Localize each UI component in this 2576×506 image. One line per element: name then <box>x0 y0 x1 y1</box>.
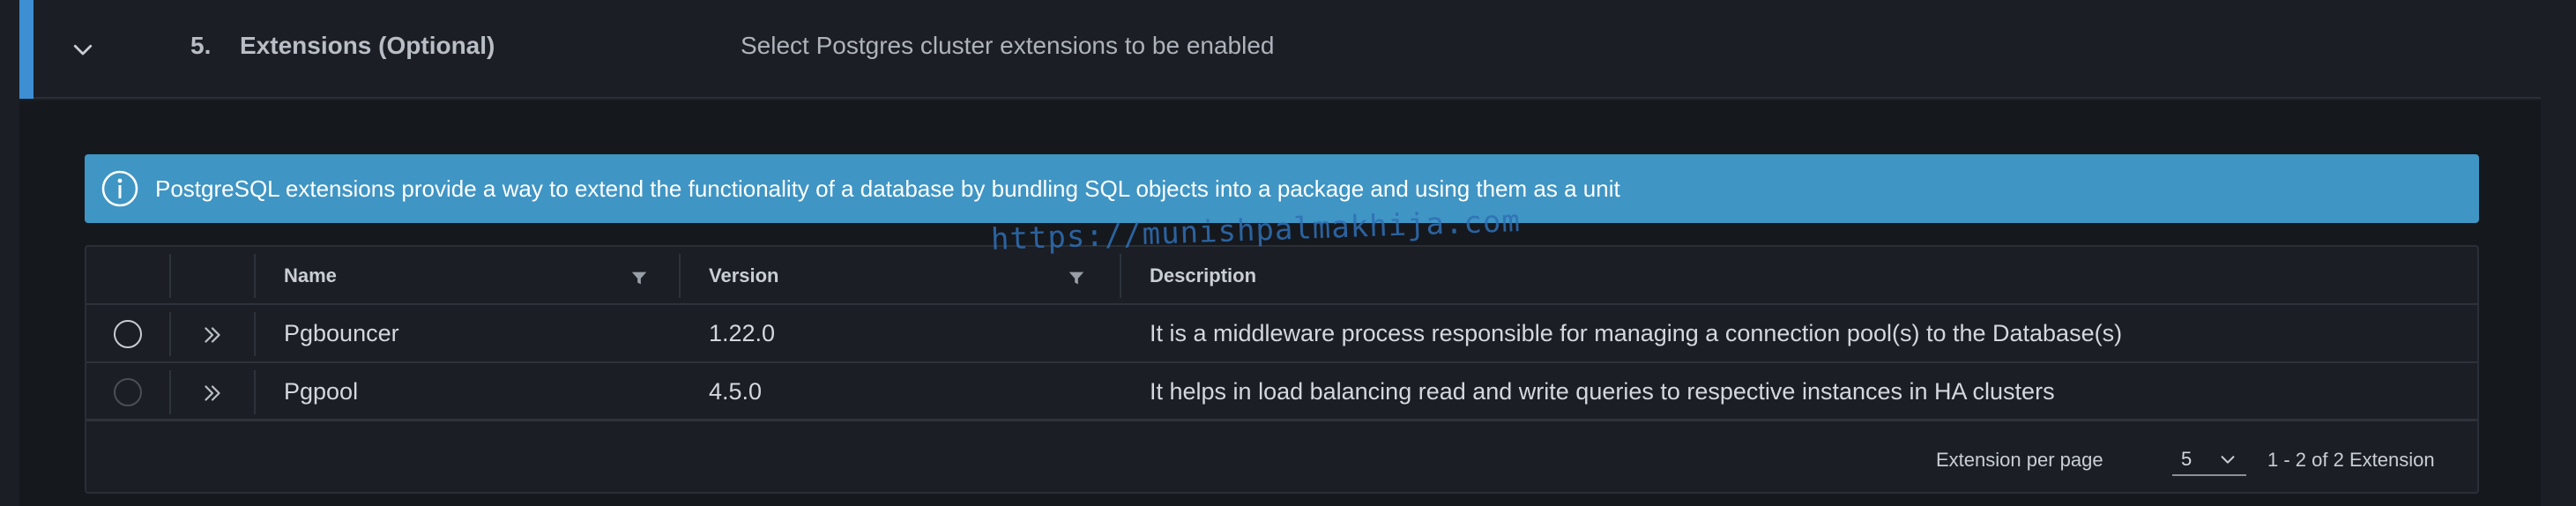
step-accent-bar <box>19 0 34 99</box>
cell-version: 1.22.0 <box>709 320 776 346</box>
cell-description: It is a middleware process responsible f… <box>1150 320 2123 346</box>
chevron-down-icon[interactable] <box>63 30 102 69</box>
column-separator[interactable] <box>679 254 681 298</box>
datagrid-header: Name Version Description <box>86 247 2477 305</box>
table-row[interactable]: Pgbouncer 1.22.0 It is a middleware proc… <box>86 305 2477 363</box>
extensions-datagrid: Name Version Description <box>85 245 2479 494</box>
column-separator <box>254 254 256 298</box>
column-header-description[interactable]: Description <box>1150 264 1257 286</box>
column-separator <box>169 312 171 356</box>
per-page-select[interactable]: 5 <box>2172 441 2246 476</box>
column-separator <box>254 370 256 414</box>
table-row[interactable]: Pgpool 4.5.0 It helps in load balancing … <box>86 363 2477 421</box>
cell-name: Pgbouncer <box>284 320 399 346</box>
info-icon <box>101 169 139 208</box>
row-select-radio[interactable] <box>114 320 142 348</box>
column-separator <box>169 370 171 414</box>
column-header-version[interactable]: Version <box>709 264 779 286</box>
info-alert: PostgreSQL extensions provide a way to e… <box>85 154 2479 223</box>
alert-text: PostgreSQL extensions provide a way to e… <box>155 175 1620 202</box>
filter-icon[interactable] <box>1067 268 1086 287</box>
cell-description: It helps in load balancing read and writ… <box>1150 378 2055 405</box>
cell-name: Pgpool <box>284 378 359 405</box>
per-page-label: Extension per page <box>1936 449 2103 471</box>
column-separator <box>169 254 171 298</box>
filter-icon[interactable] <box>629 268 649 287</box>
cell-version: 4.5.0 <box>709 378 763 405</box>
step-description: Select Postgres cluster extensions to be… <box>741 32 1275 59</box>
column-separator <box>254 312 256 356</box>
pagination-range: 1 - 2 of 2 Extension <box>2267 449 2435 471</box>
step-title: Extensions (Optional) <box>240 32 495 59</box>
double-chevron-right-icon[interactable] <box>199 322 226 348</box>
step-number: 5. <box>190 32 212 59</box>
row-select-radio[interactable] <box>114 378 142 406</box>
column-header-name[interactable]: Name <box>284 264 337 286</box>
step-header[interactable]: 5. Extensions (Optional) Select Postgres… <box>19 0 2541 99</box>
double-chevron-right-icon[interactable] <box>199 380 226 406</box>
chevron-down-icon[interactable] <box>2218 450 2237 469</box>
per-page-value: 5 <box>2181 448 2193 470</box>
datagrid-footer: Extension per page 5 1 - 2 of 2 Extensio… <box>86 425 2477 494</box>
column-separator[interactable] <box>1120 254 1121 298</box>
